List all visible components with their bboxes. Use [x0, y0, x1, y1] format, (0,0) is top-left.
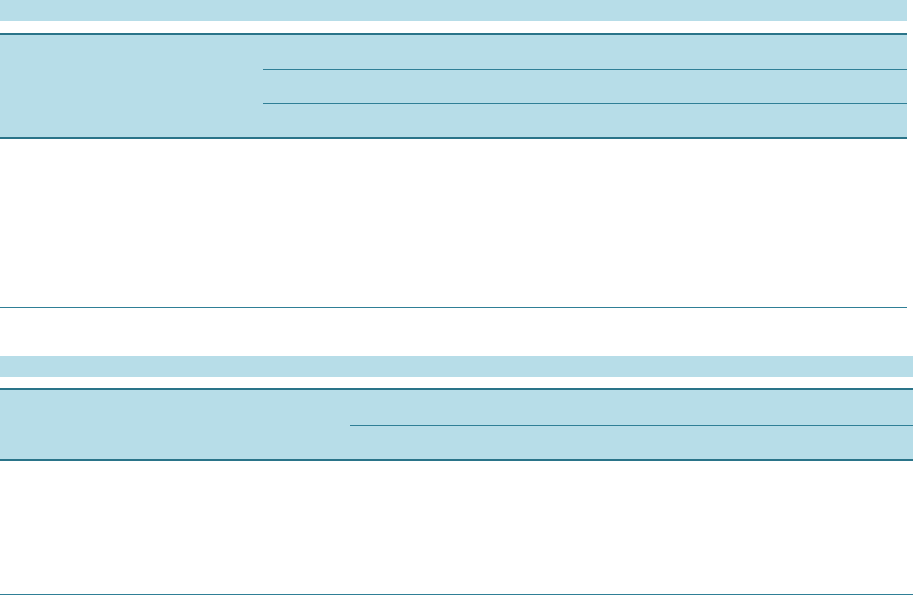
table-2-header-band: [0, 390, 913, 459]
table-1-caption-band: [0, 0, 907, 21]
table-2-caption-band: [0, 356, 913, 377]
table-2-header-subrule-1: [350, 425, 913, 426]
table-1-bottom-rule: [0, 307, 907, 308]
table-2-top-rule: [0, 388, 913, 390]
table-1-top-rule: [0, 33, 907, 35]
table-1-header-bottom-rule: [0, 137, 907, 139]
table-1-header-subrule-2: [263, 103, 907, 104]
table-1-header-subrule-1: [263, 69, 907, 70]
table-2-body: [0, 461, 913, 594]
table-2-bottom-rule: [0, 594, 913, 595]
table-1-header-band: [0, 35, 907, 137]
table-2-header-bottom-rule: [0, 459, 913, 461]
table-1-body: [0, 139, 907, 307]
